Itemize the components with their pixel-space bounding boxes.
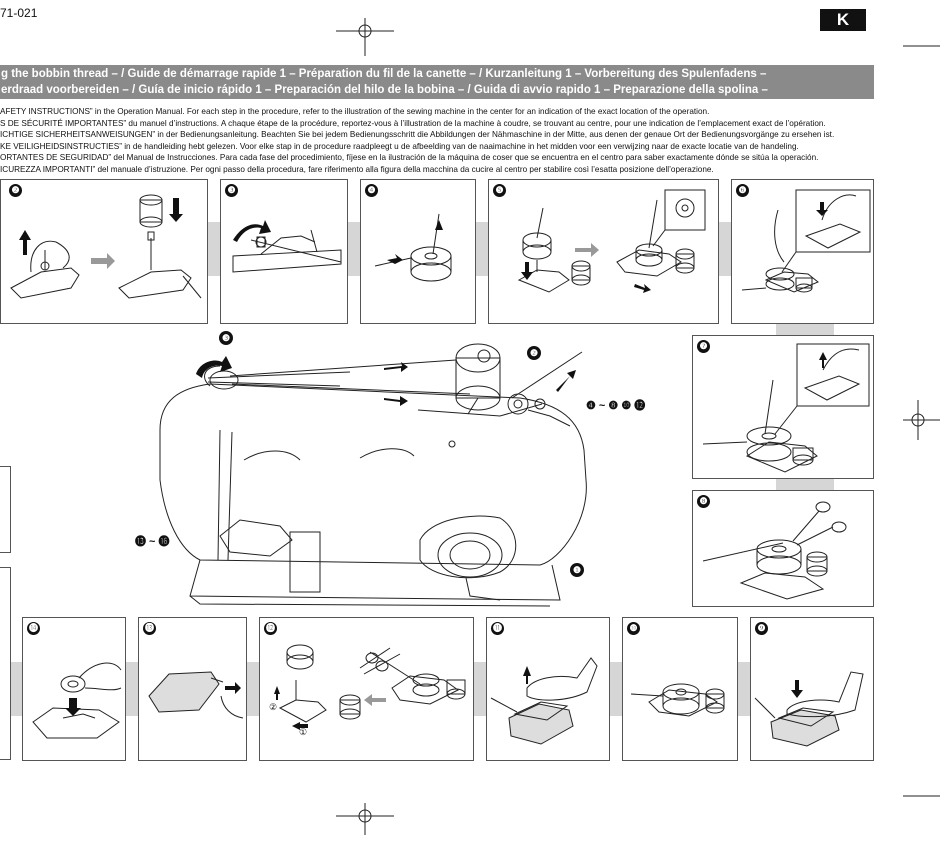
panel-step-4: ❹	[360, 179, 476, 324]
panel-step-7: ❼	[692, 335, 874, 479]
substep-marker-1: ①	[299, 727, 308, 737]
connector-3-4	[348, 222, 360, 276]
panel-step-10: ❿	[622, 617, 738, 761]
connector-4-5	[476, 222, 488, 276]
intro-line-it: ICUREZZA IMPORTANTI” del manuale d’istru…	[0, 164, 714, 174]
step-number: ❼	[697, 340, 710, 353]
intro-line-de: ICHTIGE SICHERHEITSANWEISUNGEN” in der B…	[0, 130, 835, 139]
connector-13-12	[247, 662, 259, 716]
panel-step-2: ❷	[0, 179, 208, 324]
step-number: ❷	[9, 184, 22, 197]
callout-2: ❷	[527, 346, 541, 360]
connector-10-9	[738, 662, 750, 716]
step-number: ⓭	[143, 622, 156, 635]
connector-12-11	[474, 662, 486, 716]
step-number: ❻	[736, 184, 749, 197]
panel-step-3: ❸	[220, 179, 348, 324]
step-number: ⓫	[491, 622, 504, 635]
panel-partial-left-b	[0, 567, 11, 760]
step-number: ⓮	[27, 622, 40, 635]
banner-line-1: g the bobbin thread – / Guide de démarra…	[1, 68, 767, 80]
connector-5-6	[719, 222, 731, 276]
intro-line-fr: S DE SÉCURITÉ IMPORTANTES” du manuel d’i…	[0, 118, 826, 128]
callout-13-range: ⓭ ~ ⓰	[135, 536, 170, 548]
intro-line-en: AFETY INSTRUCTIONS” in the Operation Man…	[0, 107, 710, 116]
panel-step-5: ❺	[488, 179, 719, 324]
intro-text: AFETY INSTRUCTIONS” in the Operation Man…	[0, 106, 900, 175]
intro-line-nl: KE VEILIGHEIDSINSTRUCTIES” in de handlei…	[0, 141, 799, 151]
substep-marker-2: ②	[269, 702, 278, 712]
callout-1: ❶	[570, 563, 584, 577]
step-number: ❿	[627, 622, 640, 635]
foot-pedal-press-illustration	[741, 189, 871, 293]
panel-step-13: ⓭	[138, 617, 247, 761]
panel-step-9: ❾	[750, 617, 874, 761]
bobbin-wound-illustration	[630, 683, 725, 717]
remove-bobbin-illustration	[274, 644, 466, 730]
panel-step-6: ❻	[731, 179, 874, 324]
step-number: ❸	[225, 184, 238, 197]
callout-4-range: ❹ ~ ❽ ❿ ⓬	[586, 400, 646, 412]
step-number: ❽	[697, 495, 710, 508]
title-banner: g the bobbin thread – / Guide de démarra…	[0, 65, 874, 99]
remove-cover-illustration	[148, 671, 244, 719]
pedal-press-illustration	[754, 671, 864, 747]
connector-6-7	[776, 324, 834, 335]
panel-step-11: ⓫	[486, 617, 610, 761]
connector-11-10	[610, 662, 622, 716]
document-code: 71-021	[0, 6, 38, 20]
banner-line-2: erdraad voorbereiden – / Guía de inicio …	[1, 84, 768, 96]
section-tab: K	[820, 9, 866, 31]
intro-line-es: ORTANTES DE SEGURIDAD” del Manual de Ins…	[0, 153, 819, 162]
connector-2-3	[208, 222, 220, 276]
cut-thread-illustration	[702, 501, 847, 600]
callout-3: ❸	[219, 331, 233, 345]
panel-step-14: ⓮	[22, 617, 126, 761]
panel-partial-left-a	[0, 466, 11, 553]
bobbin-winder-shaft-illustration	[10, 194, 202, 299]
panel-step-8: ❽	[692, 490, 874, 607]
foot-pedal-release-illustration	[702, 343, 870, 473]
panel-step-12: ⓬ ② ①	[259, 617, 474, 761]
bobbin-onto-shaft-illustration	[517, 189, 706, 293]
step-number: ❺	[493, 184, 506, 197]
bobbin-threading-illustration	[374, 213, 452, 282]
pedal-release-illustration	[490, 657, 598, 745]
thread-guide-illustration	[232, 220, 342, 273]
step-number: ⓬	[264, 622, 277, 635]
connector-14-13	[126, 662, 138, 716]
step-number: ❾	[755, 622, 768, 635]
bobbin-into-case-illustration	[32, 662, 122, 739]
connector-7-8	[776, 479, 834, 490]
step-number: ❹	[365, 184, 378, 197]
